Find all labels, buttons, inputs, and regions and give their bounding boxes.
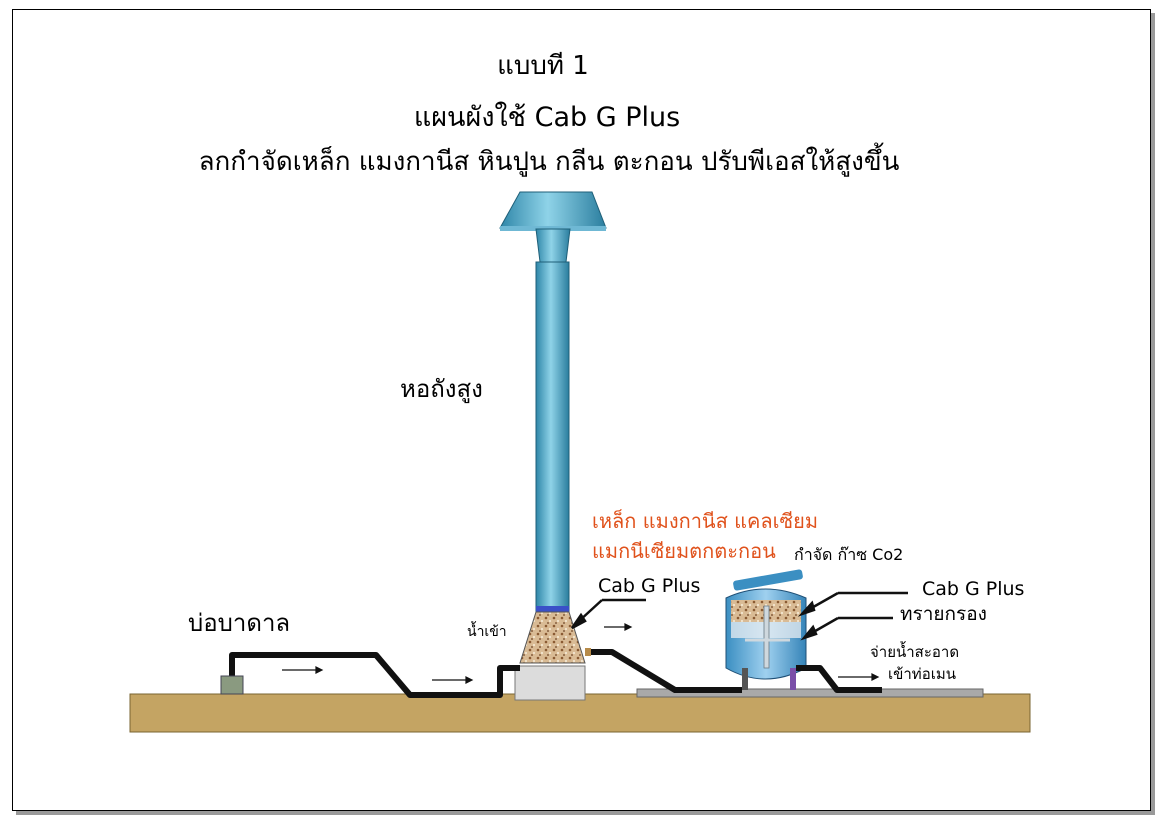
flow-arrows — [282, 623, 880, 684]
precipitate-label-line1: เหล็ก แมงกานีส แคลเซียม — [592, 508, 818, 533]
tower-base-block — [514, 665, 586, 701]
sand-filter-label: ทรายกรอง — [900, 603, 987, 625]
well-label: บ่อบาดาล — [188, 609, 290, 637]
filter-tank — [725, 569, 807, 690]
cab-g-plus-tower-label: Cab G Plus — [598, 575, 700, 597]
inlet-label: น้ำเข้า — [467, 621, 507, 640]
co2-label: กำจัด ก๊าซ Co2 — [794, 545, 903, 564]
title-line-2: แผนผังใช้ Cab G Plus — [414, 101, 680, 133]
callout-lines — [570, 591, 908, 641]
title-line-3: ลกกำจัดเหล็ก แมงกานีส หินปูน กลีน ตะกอน … — [199, 142, 900, 177]
well-head — [220, 675, 244, 695]
cab-g-plus-media-tower — [519, 611, 586, 664]
filter-base-plate — [636, 688, 984, 698]
supply-label-line1: จ่ายน้ำสะอาด — [870, 641, 959, 661]
tower-label: หอถังสูง — [400, 375, 483, 404]
precipitate-label-line2: แมกนีเซียมตกตะกอน — [592, 539, 776, 563]
title-line-1: แบบที 1 — [497, 51, 589, 81]
cab-g-plus-filter-label: Cab G Plus — [922, 578, 1024, 600]
supply-label-line2: เข้าท่อเมน — [888, 665, 956, 683]
water-tower — [499, 191, 607, 664]
pipeline — [229, 649, 882, 698]
